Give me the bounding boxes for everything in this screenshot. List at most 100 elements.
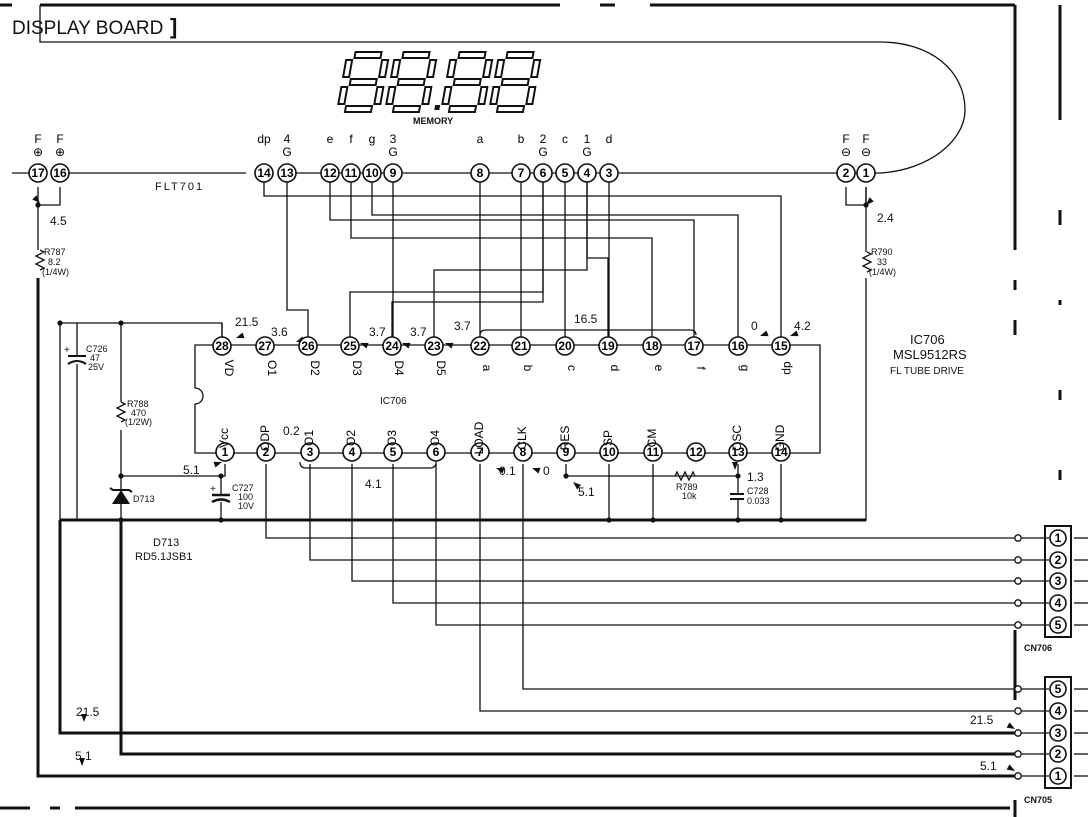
tube-pin-6: 62G	[533, 132, 553, 183]
seg	[481, 59, 494, 78]
svg-text:22: 22	[473, 339, 487, 353]
svg-text:5: 5	[1055, 618, 1062, 632]
svg-text:24: 24	[385, 339, 399, 353]
ic-pin-name: Vcc	[217, 428, 231, 448]
ic-pin-name: SP	[601, 430, 615, 446]
display-ref: FLT701	[155, 181, 204, 193]
seg	[353, 51, 383, 59]
ic-pin-name: b	[521, 365, 535, 372]
tube-pin-11: 11f	[341, 132, 361, 183]
voltage-3-7-b: 3.7	[410, 325, 427, 339]
seg	[441, 86, 453, 105]
svg-text:1: 1	[222, 445, 229, 459]
svg-text:1: 1	[863, 166, 870, 180]
voltage-3-7-a: 3.7	[369, 325, 386, 339]
wiring	[32, 173, 1088, 780]
svg-text:8.2: 8.2	[48, 257, 61, 267]
voltage-5-1-b: 5.1	[578, 485, 595, 499]
cn706-pin-3: 3	[1021, 572, 1067, 590]
seg	[377, 59, 390, 78]
seg	[493, 59, 506, 78]
ic706-pins: 28VD27O126D225D324D423D522a21b20c19d18e1…	[212, 336, 795, 462]
svg-text:20: 20	[558, 339, 572, 353]
tube-pin-4: 41G	[577, 132, 597, 183]
board-frame	[0, 3, 1062, 817]
svg-text:(1/2W): (1/2W)	[125, 417, 152, 427]
voltage-1-3: 1.3	[747, 470, 764, 484]
fl-display-digits	[337, 51, 542, 113]
left-voltage-21-5: 21.5	[76, 705, 100, 719]
tube-pin-8: 8a	[470, 132, 490, 183]
svg-text:R787: R787	[44, 247, 66, 257]
svg-text:47: 47	[90, 353, 100, 363]
tube-pin-1: 1F⊖	[856, 132, 876, 183]
svg-text:15: 15	[774, 339, 788, 353]
board-title: DISPLAY BOARD	[12, 18, 163, 39]
tube-pin-label: g	[369, 132, 376, 146]
svg-text:8: 8	[477, 166, 484, 180]
svg-text:C728: C728	[747, 486, 769, 496]
svg-text:100: 100	[238, 492, 253, 502]
tube-pin-sym: ⊕	[33, 145, 43, 159]
seg	[525, 86, 537, 105]
svg-text:12: 12	[323, 166, 337, 180]
svg-text:2: 2	[1055, 747, 1062, 761]
svg-text:14: 14	[257, 166, 271, 180]
seg	[389, 59, 402, 78]
tube-pin-sym: ⊕	[55, 145, 65, 159]
tube-pin-label: F	[56, 132, 63, 146]
svg-text:(1/4W): (1/4W)	[42, 267, 69, 277]
tube-pin-label: a	[477, 132, 484, 146]
seg	[477, 86, 489, 105]
tube-pin-12: 12e	[320, 132, 340, 183]
tube-pin-label: 2	[540, 132, 547, 146]
ic-pin-name: OSC	[730, 425, 744, 451]
ic-pin-name: ODP	[258, 425, 272, 451]
ic-pin-17: 17f	[684, 336, 708, 370]
voltage-labels: 4.5 2.4 21.5 3.6 3.7 3.7 3.7 16.5 0 4.2 …	[50, 211, 997, 773]
svg-text:5: 5	[1055, 682, 1062, 696]
svg-text:D713: D713	[133, 494, 155, 504]
svg-text:33: 33	[877, 257, 887, 267]
fl-tube-pins: 17F⊕16F⊕14dp134G12e11f10g93G8a7b62G5c41G…	[28, 132, 876, 183]
seg	[457, 51, 487, 59]
svg-text:12: 12	[689, 445, 703, 459]
seg	[452, 78, 482, 86]
tube-pin-10: 10g	[362, 132, 382, 183]
tube-pin-label: F	[842, 132, 849, 146]
voltage-16-5: 16.5	[574, 312, 598, 326]
cn705-pin-3: 3	[1021, 724, 1067, 742]
svg-text:+: +	[210, 484, 216, 495]
seg	[421, 86, 433, 105]
tube-pin-7: 7b	[511, 132, 531, 183]
ic-pin-name: CLK	[515, 426, 529, 449]
tube-pin-sym: G	[388, 145, 397, 159]
tube-pin-5: 5c	[555, 132, 575, 183]
voltage-4-5: 4.5	[50, 214, 67, 228]
ic-pin-18: 18e	[642, 336, 666, 372]
ic-pin-name: D2	[308, 360, 322, 376]
svg-text:3: 3	[1055, 574, 1062, 588]
voltage-4-2: 4.2	[794, 319, 811, 333]
svg-text:5: 5	[562, 166, 569, 180]
ic-pin-name: dp	[781, 361, 795, 375]
tube-pin-label: c	[562, 132, 568, 146]
resistor-r788: R788 470 (1/2W)	[115, 399, 152, 427]
voltage-0-b: 0	[543, 464, 550, 478]
ic-pin-name: e	[652, 365, 666, 372]
svg-text:470: 470	[131, 408, 146, 418]
tube-pin-16: 16F⊕	[50, 132, 70, 183]
title-bracket: ]	[170, 14, 177, 39]
ic-pin-5: 5O3	[383, 430, 403, 462]
svg-text:19: 19	[601, 339, 615, 353]
svg-text:11: 11	[647, 445, 660, 459]
ic-part: MSL9512RS	[893, 347, 967, 362]
svg-text:25: 25	[343, 339, 357, 353]
